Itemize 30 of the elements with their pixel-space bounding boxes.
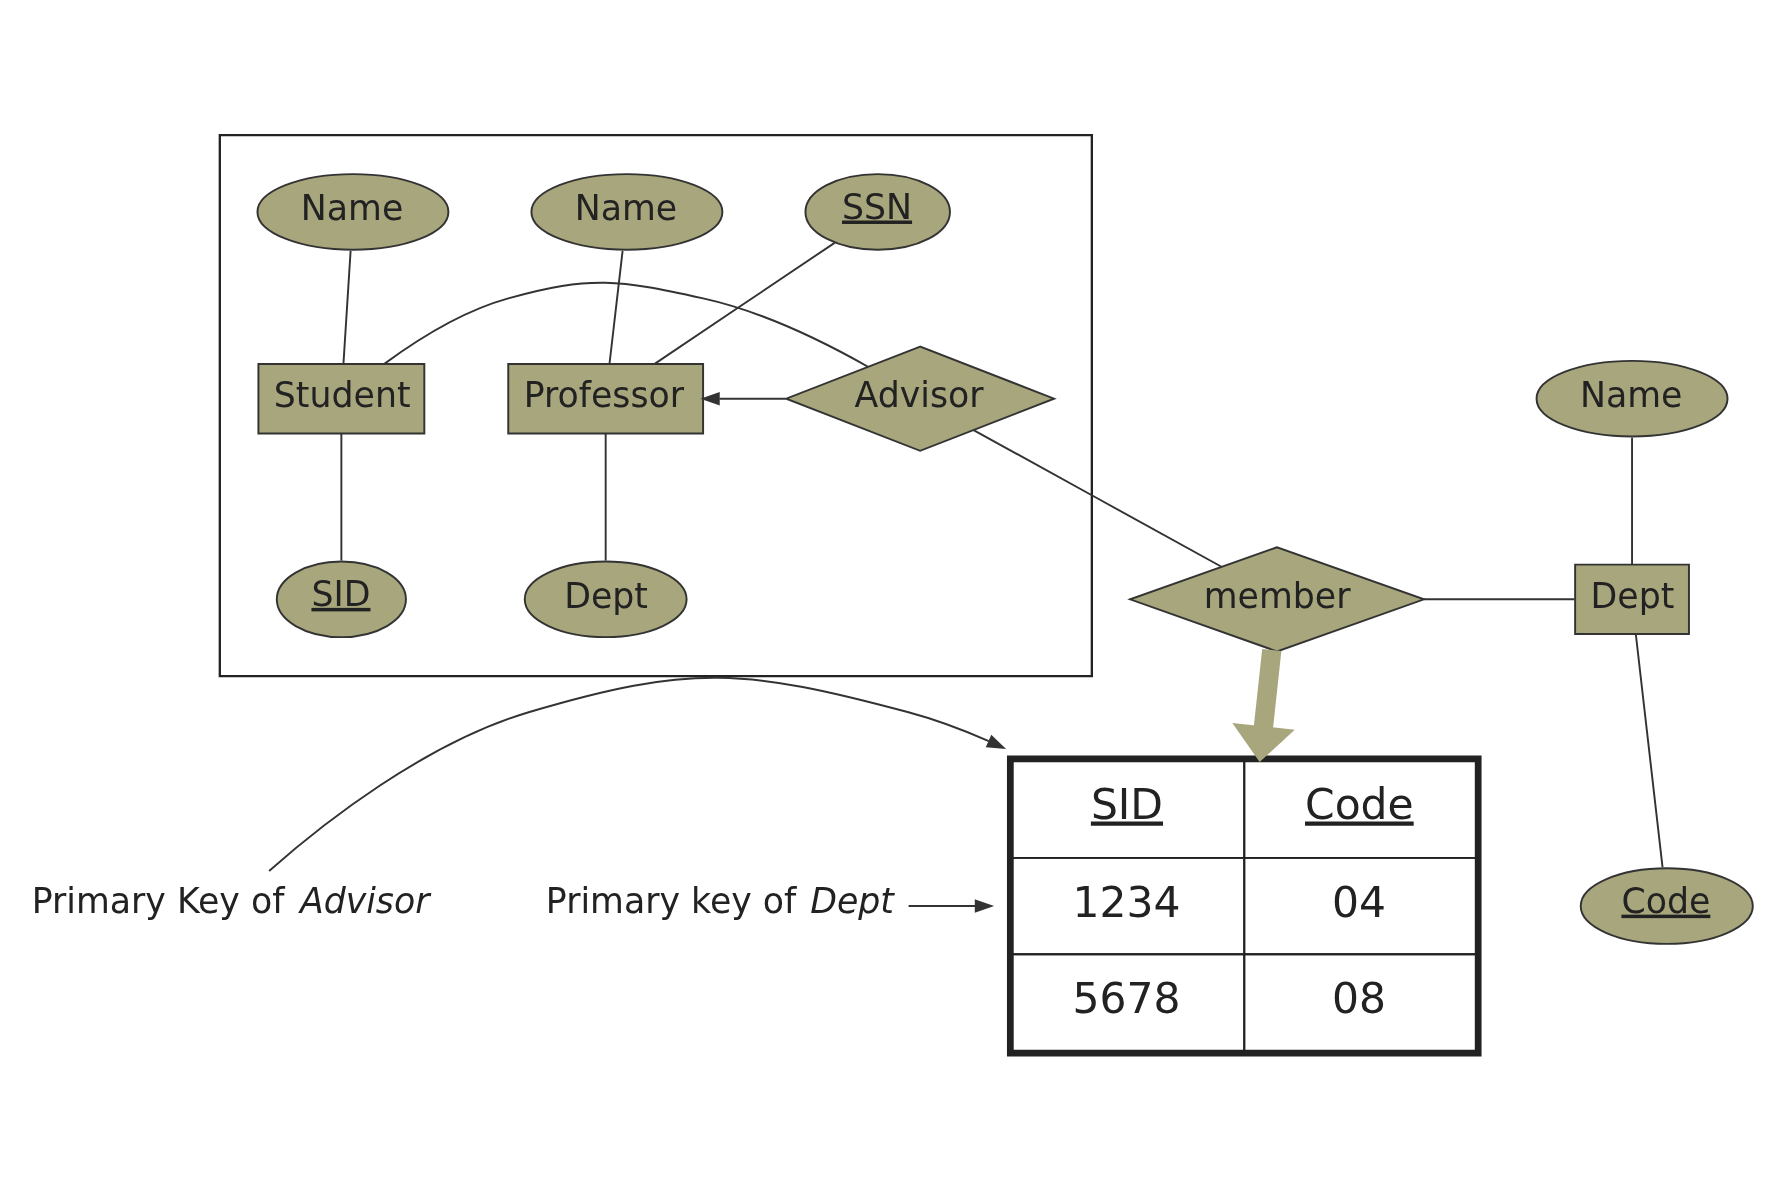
node-text: Primary Key of Advisor	[31, 880, 430, 921]
connector	[1634, 633, 1664, 869]
cluster	[218, 134, 1093, 678]
connector	[972, 429, 1223, 568]
node-box: Student	[257, 363, 426, 435]
connector	[1423, 598, 1576, 601]
node-diamond: member	[1127, 546, 1427, 653]
node-ellipse: Name	[256, 173, 450, 251]
node-ellipse: Name	[1535, 359, 1729, 438]
arrow	[268, 676, 1007, 872]
node-text: Primary key of Dept	[545, 880, 894, 921]
connector	[654, 241, 836, 365]
node-box: Dept	[1574, 563, 1690, 636]
node-diamond: Advisor	[783, 345, 1057, 452]
connector	[383, 281, 869, 368]
connector	[340, 433, 343, 562]
node-ellipse: SID	[275, 560, 407, 639]
connector	[1631, 436, 1633, 566]
arrow	[700, 391, 787, 406]
connector	[342, 249, 352, 365]
node-ellipse: SSN	[804, 173, 951, 251]
node-ellipse: Name	[530, 173, 724, 251]
node-box: Professor	[507, 363, 705, 435]
node-ellipse: Dept	[523, 560, 688, 639]
arrow	[907, 899, 995, 913]
node-box: SID Code 1234 04 5678 08	[1006, 755, 1482, 1057]
connector	[608, 249, 624, 365]
node-ellipse: Code	[1579, 867, 1754, 945]
arrow	[1232, 648, 1295, 763]
connector	[604, 433, 607, 562]
